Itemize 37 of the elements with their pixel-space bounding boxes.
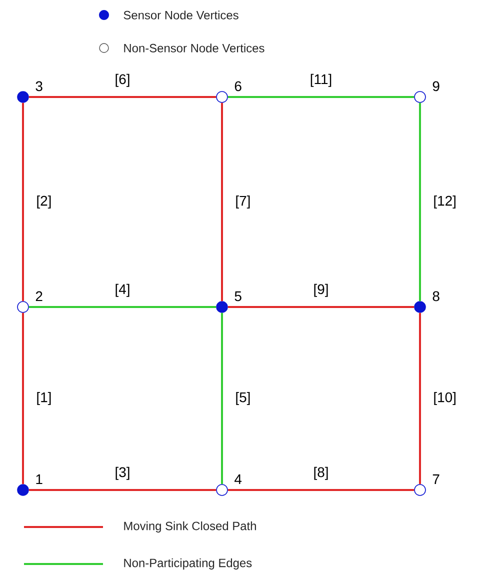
edge-label: [5] <box>236 392 250 405</box>
edge-line <box>419 312 421 484</box>
edge-label: [12] <box>434 196 456 208</box>
edge-label: [9] <box>314 284 328 297</box>
edge-line <box>228 96 414 98</box>
edge-line <box>22 312 24 484</box>
edge-line <box>28 96 216 98</box>
edge-label: [11] <box>310 74 332 87</box>
edge-line <box>419 102 421 302</box>
edge-line <box>228 306 414 308</box>
edge-line <box>28 489 216 491</box>
edge-label: [7] <box>236 196 250 208</box>
vertex-number: 2 <box>36 291 42 301</box>
vertex-number: 9 <box>432 81 440 92</box>
vertex-number: 3 <box>36 81 42 92</box>
edge-line <box>221 102 223 302</box>
edge-line <box>28 306 216 308</box>
vertex-number: 5 <box>234 291 242 302</box>
edge-line <box>221 312 223 484</box>
legend-text: Non-Participating Edges <box>124 558 252 570</box>
edge-label: [10] <box>434 392 456 405</box>
edge-label: [4] <box>116 284 130 297</box>
edge-label: [1] <box>37 392 51 405</box>
edge-label: [8] <box>314 466 328 480</box>
vertex-number: 4 <box>234 474 242 484</box>
vertex-number: 6 <box>234 81 242 92</box>
edge-line <box>22 102 24 302</box>
edge-label: [3] <box>116 466 130 480</box>
vertex-number: 8 <box>432 291 440 302</box>
edge-label: [6] <box>116 74 130 87</box>
vertex-number: 1 <box>36 474 42 484</box>
legend-text: Moving Sink Closed Path <box>124 521 256 533</box>
edge-label: [2] <box>37 196 51 208</box>
edge-line <box>228 489 414 491</box>
legend-text: Non-Sensor Node Vertices <box>124 44 264 52</box>
vertex-number: 7 <box>432 474 440 484</box>
legend-text: Sensor Node Vertices <box>124 10 238 20</box>
